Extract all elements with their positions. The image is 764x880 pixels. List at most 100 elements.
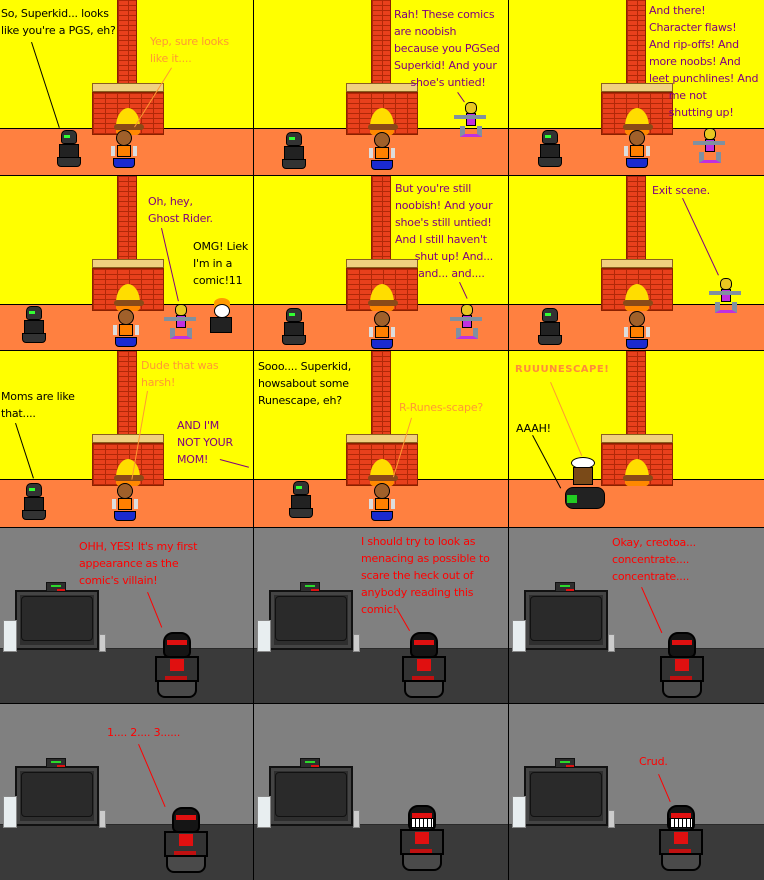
logs (623, 124, 653, 130)
mantel (92, 259, 164, 268)
fire-icon (370, 284, 394, 311)
villain-character (156, 807, 216, 875)
speech-villain: OHH, YES! It's my first appearance as th… (79, 540, 198, 587)
chimney (626, 0, 646, 88)
mantel (601, 434, 673, 443)
dark-floor (509, 824, 764, 880)
speech-villain: I should try to look as menacing as poss… (361, 535, 490, 616)
chimney (626, 176, 646, 264)
game-console (353, 810, 360, 828)
speech-purple-robot: But you're still noobish! And your shoe'… (395, 182, 494, 280)
speech-black-robot: Sooo.... Superkid, howsabout some Runesc… (258, 360, 351, 407)
dark-floor (0, 824, 253, 880)
panel-15: Crud. (509, 704, 764, 880)
speech-black-robot: AAAH! (516, 422, 551, 435)
speech-villain: Crud. (639, 755, 668, 768)
mantel (346, 83, 418, 92)
mantel (601, 83, 673, 92)
speech-purple-robot: Rah! These comics are noobish because yo… (394, 8, 500, 89)
speech-purple-robot: And there! Character flaws! And rip-offs… (649, 4, 759, 119)
orange-floor (509, 479, 764, 527)
purple-robot-character (454, 102, 486, 138)
game-console (99, 634, 106, 652)
panel-10: OHH, YES! It's my first appearance as th… (0, 528, 253, 703)
logs (114, 300, 144, 306)
panel-4: Oh, hey, Ghost Rider. OMG! Liek I'm in a… (0, 176, 253, 350)
logs (368, 124, 398, 130)
panel-12: Okay, creotoa... concentrate.... concent… (509, 528, 764, 703)
superkid-character (113, 309, 139, 349)
chimney (117, 176, 137, 264)
fire-icon (625, 284, 649, 311)
fire-icon (625, 459, 649, 486)
television (524, 590, 608, 650)
black-robot-character (536, 308, 564, 346)
mantel (601, 259, 673, 268)
game-console (353, 634, 360, 652)
fire-icon (116, 459, 140, 486)
mantel (92, 434, 164, 443)
logs (114, 475, 144, 481)
panel-9: RUUUNESCAPE! AAAH! (509, 351, 764, 527)
villain-character-grinning (392, 805, 452, 873)
television (15, 590, 99, 650)
speech-superkid: R-Runes-scape? (399, 401, 484, 414)
game-console (257, 796, 271, 828)
game-console (3, 796, 17, 828)
speech-black-robot: So, Superkid... looks like you're a PGS,… (1, 7, 116, 37)
fire-icon (370, 459, 394, 486)
monster-character (565, 457, 615, 517)
purple-robot-character (709, 278, 741, 314)
chimney (626, 351, 646, 439)
chimney (117, 0, 137, 88)
panel-1: So, Superkid... looks like you're a PGS,… (0, 0, 253, 175)
superkid-character (369, 311, 395, 350)
speech-offscreen: AND I'M NOT YOUR MOM! (177, 419, 233, 466)
speech-ghost-rider: OMG! Liek I'm in a comic!11 (193, 240, 249, 287)
cable-box (300, 758, 320, 768)
speech-monster: RUUUNESCAPE! (515, 364, 610, 375)
cable-box (46, 582, 66, 592)
villain-character-grinning (651, 805, 711, 873)
superkid-character (369, 132, 395, 172)
game-console (257, 620, 271, 652)
chimney (371, 0, 391, 88)
fire-icon (370, 108, 394, 135)
purple-robot-character (450, 304, 482, 340)
black-robot-character (20, 483, 48, 521)
television (269, 590, 353, 650)
panel-2: Rah! These comics are noobish because yo… (254, 0, 508, 175)
logs (623, 300, 653, 306)
television (269, 766, 353, 826)
purple-robot-character (693, 128, 725, 164)
ghost-rider-character (206, 298, 236, 334)
speech-purple-robot: Exit scene. (652, 184, 710, 197)
black-robot-character (280, 308, 308, 346)
superkid-character (369, 483, 395, 523)
panel-6: Exit scene. (509, 176, 764, 350)
speech-villain: 1.... 2.... 3...... (107, 726, 181, 739)
logs (114, 124, 144, 130)
black-robot-character (287, 481, 315, 519)
panel-3: And there! Character flaws! And rip-offs… (509, 0, 764, 175)
villain-character (147, 632, 207, 700)
game-console (608, 634, 615, 652)
speech-villain: Okay, creotoa... concentrate.... concent… (612, 536, 696, 583)
panel-7: Dude that was harsh! Moms are like that.… (0, 351, 253, 527)
black-robot-character (280, 132, 308, 170)
fire-icon (116, 284, 140, 311)
cable-box (555, 582, 575, 592)
logs (368, 300, 398, 306)
black-robot-character (536, 130, 564, 168)
panel-5: But you're still noobish! And your shoe'… (254, 176, 508, 350)
panel-13: 1.... 2.... 3...... (0, 704, 253, 880)
speech-black-robot: Moms are like that.... (1, 390, 75, 420)
cable-box (46, 758, 66, 768)
game-console (99, 810, 106, 828)
panel-8: Sooo.... Superkid, howsabout some Runesc… (254, 351, 508, 527)
logs (623, 475, 653, 481)
dark-floor (0, 648, 253, 703)
villain-character (394, 632, 454, 700)
speech-superkid: Dude that was harsh! (141, 359, 219, 389)
